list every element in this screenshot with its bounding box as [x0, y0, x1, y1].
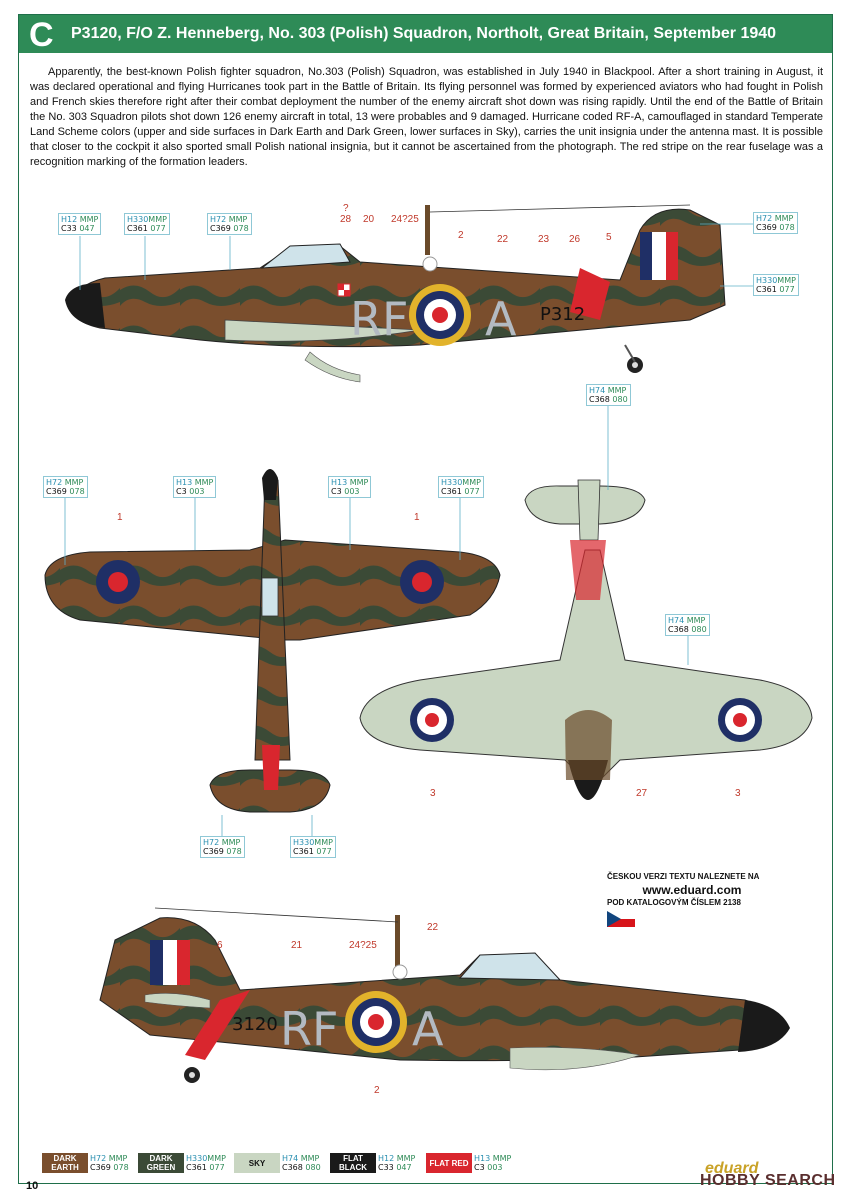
swatch-sky: SKY — [234, 1153, 280, 1173]
description-text: Apparently, the best-known Polish fighte… — [30, 66, 823, 168]
decal-number: 26 — [569, 234, 581, 245]
page-number: 10 — [26, 1180, 39, 1192]
decal-number: 24?25 — [391, 214, 419, 225]
decal-number: 5 — [606, 232, 612, 243]
bottom-code-letters: RF — [280, 1002, 338, 1056]
decal-number: 22 — [497, 234, 509, 245]
decal-number: 6 — [217, 940, 223, 951]
decal-number: 1 — [117, 512, 123, 523]
bottom-serial: 3120 — [232, 1014, 278, 1035]
eduard-logo: eduard — [705, 1160, 759, 1177]
decal-number: 23 — [538, 234, 550, 245]
decal-number: 20 — [363, 214, 375, 225]
profile-title: P3120, F/O Z. Henneberg, No. 303 (Polish… — [71, 25, 777, 42]
profile-letter: C — [29, 16, 54, 54]
swatch-flat-black: FLAT BLACK — [330, 1153, 376, 1173]
profile-header: C P3120, F/O Z. Henneberg, No. 303 (Poli… — [19, 15, 832, 54]
side-profile-left: RF A P312 — [65, 204, 726, 383]
decal-number: 2 — [458, 230, 464, 241]
czech-note: ČESKOU VERZI TEXTU NALEZNETE NA www.edua… — [607, 872, 777, 927]
czech-line2: POD KATALOGOVÝM ČÍSLEM 2138 — [607, 898, 741, 907]
top-serial: P312 — [540, 304, 585, 325]
swatch-dark-green: DARK GREEN — [138, 1153, 184, 1173]
decal-number: 24?25 — [349, 940, 377, 951]
decal-number: 21 — [291, 940, 303, 951]
top-plan-view — [44, 469, 501, 813]
decal-number: 2 — [374, 1085, 380, 1096]
decal-number: 28 — [340, 214, 352, 225]
swatch-dark-earth: DARK EARTH — [42, 1153, 88, 1173]
czech-url[interactable]: www.eduard.com — [642, 883, 742, 897]
swatch-flat-red: FLAT RED — [426, 1153, 472, 1173]
decal-number: ? — [343, 203, 349, 214]
decal-number: 27 — [636, 788, 648, 799]
bottom-code-letter: A — [412, 1002, 444, 1056]
czech-line1: ČESKOU VERZI TEXTU NALEZNETE NA — [607, 872, 760, 881]
side-profile-right: RF A 3120 — [99, 907, 790, 1083]
page-frame — [18, 14, 833, 1184]
decal-number: 1 — [414, 512, 420, 523]
bottom-plan-view — [359, 479, 813, 800]
czech-flag-icon — [607, 911, 635, 927]
top-code-letters: RF — [350, 292, 408, 346]
decal-number: 3 — [430, 788, 436, 799]
decal-number: 22 — [427, 922, 439, 933]
decal-number: 3 — [735, 788, 741, 799]
top-code-letter: A — [485, 292, 517, 346]
callout-leaders — [64, 223, 755, 838]
hobby-search-watermark: HOBBY SEARCH — [700, 1172, 836, 1189]
